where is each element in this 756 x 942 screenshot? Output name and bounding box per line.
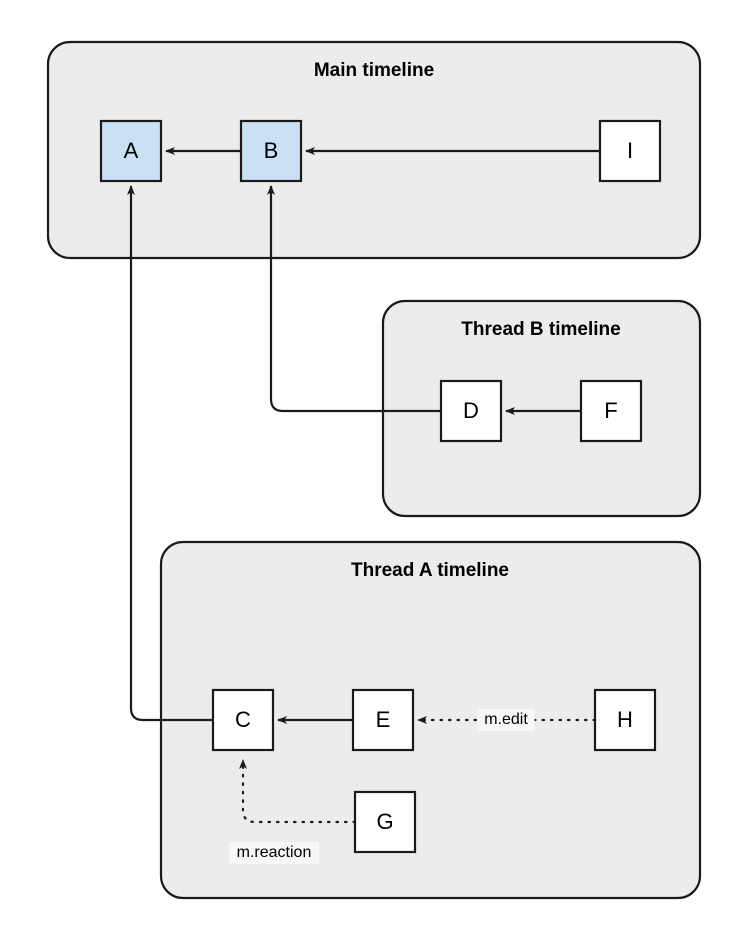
node-A[interactable]: A — [99, 119, 163, 183]
node-label-E: E — [376, 707, 391, 732]
node-label-I: I — [627, 138, 633, 163]
node-label-G: G — [376, 809, 393, 834]
node-box-D[interactable] — [439, 379, 503, 443]
edge-label-g-to-c: m.reaction — [237, 844, 312, 861]
node-box-C[interactable] — [211, 688, 275, 752]
edge-layer — [127, 147, 600, 824]
edge-label-layer: m.edit m.reaction — [229, 709, 535, 864]
group-container-layer — [46, 40, 702, 900]
node-label-A: A — [124, 138, 139, 163]
group-title-main: Main timeline — [314, 60, 434, 81]
node-label-F: F — [604, 398, 617, 423]
group-title-thread-b: Thread B timeline — [461, 319, 620, 340]
edge-g-to-c — [239, 758, 357, 824]
edge-label-bg-g-to-c — [229, 842, 319, 864]
node-box-I[interactable] — [598, 119, 662, 183]
node-box-A[interactable] — [99, 119, 163, 183]
node-box-E[interactable] — [351, 688, 415, 752]
group-box-thread-b — [381, 299, 702, 518]
node-H[interactable]: H — [593, 688, 657, 752]
node-label-B: B — [264, 138, 279, 163]
node-box-F[interactable] — [579, 379, 643, 443]
node-label-H: H — [617, 707, 633, 732]
node-label-D: D — [463, 398, 479, 423]
edge-c-to-a — [127, 185, 213, 722]
node-B[interactable]: B — [239, 119, 303, 183]
edge-d-to-b — [267, 185, 441, 413]
node-I[interactable]: I — [598, 119, 662, 183]
node-box-G[interactable] — [353, 790, 417, 854]
node-C[interactable]: C — [211, 688, 275, 752]
node-F[interactable]: F — [579, 379, 643, 443]
group-title-thread-a: Thread A timeline — [351, 560, 509, 581]
edge-label-h-to-e: m.edit — [484, 711, 528, 728]
node-layer: A B I D F C E H G — [99, 119, 662, 854]
node-D[interactable]: D — [439, 379, 503, 443]
node-G[interactable]: G — [353, 790, 417, 854]
edge-label-bg-h-to-e — [477, 709, 535, 731]
node-box-B[interactable] — [239, 119, 303, 183]
node-label-C: C — [235, 707, 251, 732]
node-E[interactable]: E — [351, 688, 415, 752]
node-box-H[interactable] — [593, 688, 657, 752]
